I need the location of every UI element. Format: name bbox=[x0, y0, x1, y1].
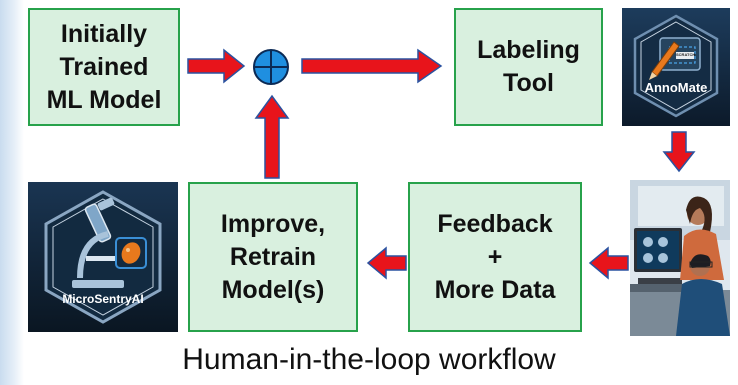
summing-junction-icon bbox=[253, 49, 289, 85]
improve-retrain-label: Improve, Retrain Model(s) bbox=[220, 209, 326, 304]
people-at-computer-illustration bbox=[630, 180, 730, 336]
initial-model-label: Initially Trained ML Model bbox=[46, 19, 162, 114]
annomate-logo-text: AnnoMate bbox=[644, 80, 708, 95]
microsentry-logo-text: MicroSentryAI bbox=[62, 292, 144, 306]
arrow-sum-to-labeling bbox=[301, 48, 443, 84]
improve-retrain-box: Improve, Retrain Model(s) bbox=[188, 182, 358, 332]
arrow-feedback-to-improve bbox=[366, 246, 407, 280]
annomate-badge-text: SCRATCH bbox=[676, 52, 696, 57]
microsentry-logo-tile: MicroSentryAI bbox=[28, 182, 178, 332]
initial-model-box: Initially Trained ML Model bbox=[28, 8, 180, 126]
arrow-annomate-to-users bbox=[662, 131, 696, 173]
feedback-box: Feedback + More Data bbox=[408, 182, 582, 332]
arrow-users-to-feedback bbox=[588, 246, 629, 280]
diagram-caption: Human-in-the-loop workflow bbox=[182, 343, 556, 376]
annomate-logo-icon bbox=[622, 8, 730, 126]
annomate-logo-tile: SCRATCH AnnoMate bbox=[622, 8, 730, 126]
labeling-tool-box: Labeling Tool bbox=[454, 8, 603, 126]
users-illustration-art bbox=[630, 180, 730, 336]
labeling-tool-label: Labeling Tool bbox=[477, 36, 580, 97]
arrow-improve-to-sum bbox=[254, 94, 290, 179]
feedback-label: Feedback + More Data bbox=[434, 209, 556, 304]
microscope-logo-icon bbox=[28, 182, 178, 332]
background-wash bbox=[0, 0, 24, 385]
arrow-model-to-sum bbox=[187, 48, 246, 84]
